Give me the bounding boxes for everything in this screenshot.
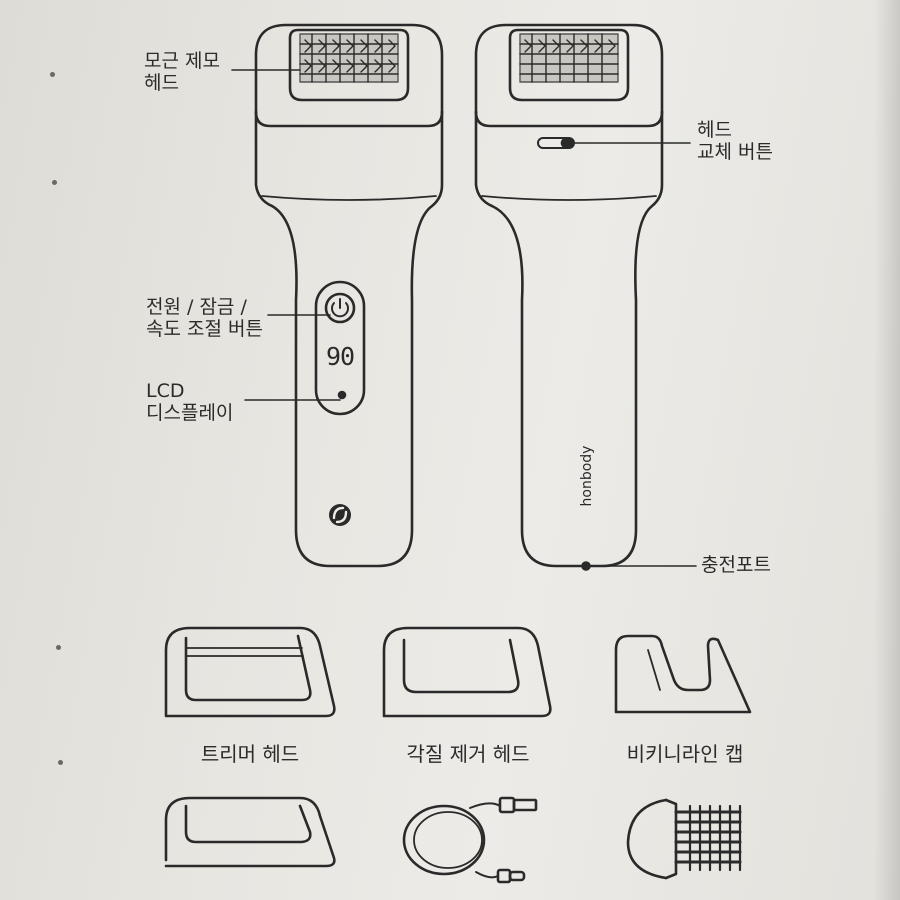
label-power-button: 전원 / 잠금 / 속도 조절 버튼	[146, 296, 263, 340]
caption-bikini-cap: 비키니라인 캡	[626, 742, 744, 766]
binding-hole	[58, 760, 63, 765]
label-line: 디스플레이	[146, 402, 234, 424]
page-edge-shadow	[874, 0, 900, 900]
binding-hole	[56, 645, 61, 650]
bikini-cap-drawing	[614, 634, 752, 714]
brand-logo-icon	[329, 504, 351, 526]
label-line: 전원 / 잠금 /	[146, 296, 247, 318]
binding-hole	[52, 180, 57, 185]
brand-text: honbody	[579, 445, 595, 507]
lcd-readout: 90	[325, 342, 355, 371]
usb-cable-icon	[402, 796, 538, 884]
epilator-discs	[299, 33, 399, 83]
device-front	[231, 23, 444, 568]
label-lcd: LCD 디스플레이	[146, 380, 233, 424]
binding-hole	[50, 72, 55, 77]
trimmer-head-drawing	[164, 626, 336, 718]
label-line: 속도 조절 버튼	[146, 318, 263, 340]
label-line: 헤드	[697, 119, 732, 141]
label-head-release: 헤드 교체 버튼	[697, 119, 773, 163]
label-line: 교체 버튼	[697, 141, 773, 163]
label-head: 모근 제모 헤드	[144, 50, 220, 94]
device-back	[474, 23, 697, 571]
label-line: 모근 제모	[144, 50, 220, 72]
caption-trimmer-head: 트리머 헤드	[200, 742, 300, 766]
epilator-discs	[519, 33, 619, 83]
small-head-drawing	[164, 796, 336, 868]
caption-callus-head: 각질 제거 헤드	[406, 742, 530, 766]
callus-head-drawing	[382, 626, 552, 718]
label-line: LCD	[146, 380, 185, 402]
label-charging-port: 충전포트	[701, 554, 771, 576]
power-icon	[324, 292, 356, 324]
brush-icon	[626, 798, 742, 880]
label-line: 헤드	[144, 72, 179, 94]
